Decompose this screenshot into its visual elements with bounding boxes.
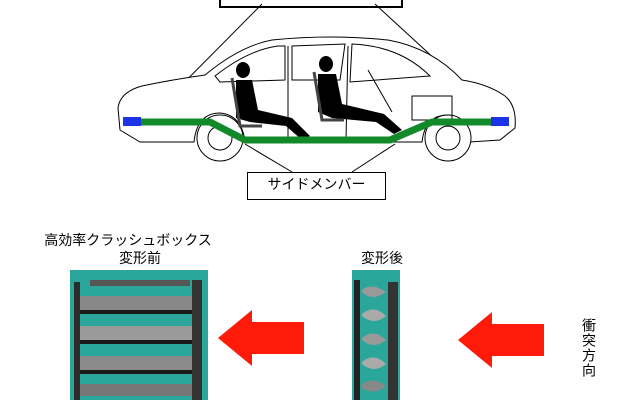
leader-line-sm-left bbox=[244, 143, 293, 173]
crash-box-before-drawing bbox=[74, 280, 202, 400]
crash-box-rear bbox=[123, 117, 141, 126]
car-window-front bbox=[349, 43, 432, 83]
side-member-label: サイドメンバー bbox=[267, 177, 366, 193]
top-label-box bbox=[219, 0, 403, 8]
steering-wheel bbox=[367, 69, 393, 113]
rear-passenger bbox=[236, 62, 310, 140]
crash-box-front bbox=[491, 117, 509, 126]
car-window-rear bbox=[214, 45, 286, 83]
car-window-middle bbox=[291, 43, 346, 81]
leader-line-sm-right bbox=[351, 143, 396, 173]
side-member-label-box: サイドメンバー bbox=[247, 172, 386, 200]
crash-box-title: 高効率クラッシュボックス bbox=[44, 233, 212, 249]
door-line-2 bbox=[345, 45, 349, 141]
side-member bbox=[140, 118, 492, 144]
front-passenger bbox=[318, 56, 402, 134]
collision-direction-label: 衝突方向 bbox=[580, 318, 596, 378]
crash-box-after-drawing bbox=[354, 280, 398, 400]
crash-box-before-photo bbox=[70, 270, 208, 400]
front-wheel-hub bbox=[435, 125, 461, 151]
front-wheel bbox=[424, 114, 472, 162]
before-label: 変形前 bbox=[119, 251, 161, 267]
after-label: 変形後 bbox=[361, 251, 403, 267]
car-diagram bbox=[117, 3, 516, 173]
front-seat bbox=[312, 71, 344, 122]
rear-seat bbox=[230, 77, 262, 128]
impact-arrow-left bbox=[218, 310, 304, 366]
impact-arrow-right bbox=[458, 312, 544, 368]
crash-box-after-photo bbox=[352, 270, 400, 400]
